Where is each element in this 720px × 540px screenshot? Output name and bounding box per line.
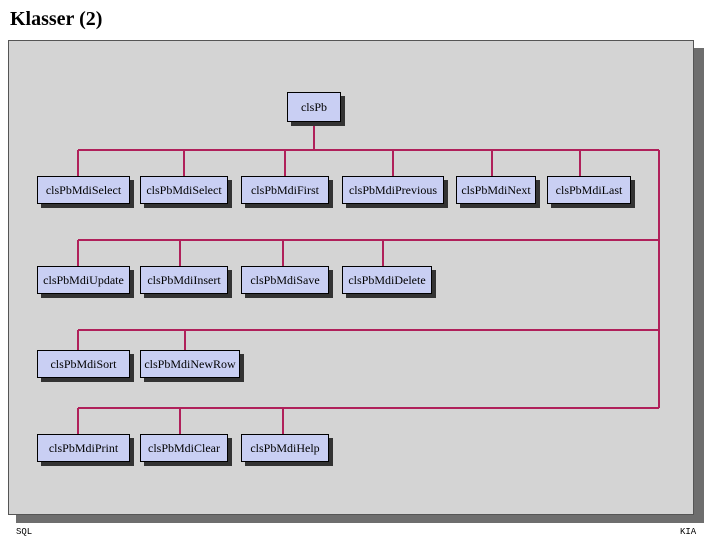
node-row1-6: clsPbMdiLast	[547, 176, 631, 204]
node-row1-1: clsPbMdiSelect	[37, 176, 130, 204]
node-row2-2: clsPbMdiInsert	[140, 266, 228, 294]
slide-title: Klasser (2)	[10, 8, 103, 30]
node-row4-2: clsPbMdiClear	[140, 434, 228, 462]
node-row1-3: clsPbMdiFirst	[241, 176, 329, 204]
node-row2-3: clsPbMdiSave	[241, 266, 329, 294]
node-row3-1: clsPbMdiSort	[37, 350, 130, 378]
node-root: clsPb	[287, 92, 341, 122]
node-row1-4: clsPbMdiPrevious	[342, 176, 444, 204]
footer-right: KIA	[680, 527, 697, 537]
node-row1-2: clsPbMdiSelect	[140, 176, 228, 204]
footer-left: SQL	[16, 527, 33, 537]
node-row2-1: clsPbMdiUpdate	[37, 266, 130, 294]
node-row4-3: clsPbMdiHelp	[241, 434, 329, 462]
node-row4-1: clsPbMdiPrint	[37, 434, 130, 462]
node-row1-5: clsPbMdiNext	[456, 176, 536, 204]
node-row3-2: clsPbMdiNewRow	[140, 350, 240, 378]
node-row2-4: clsPbMdiDelete	[342, 266, 432, 294]
